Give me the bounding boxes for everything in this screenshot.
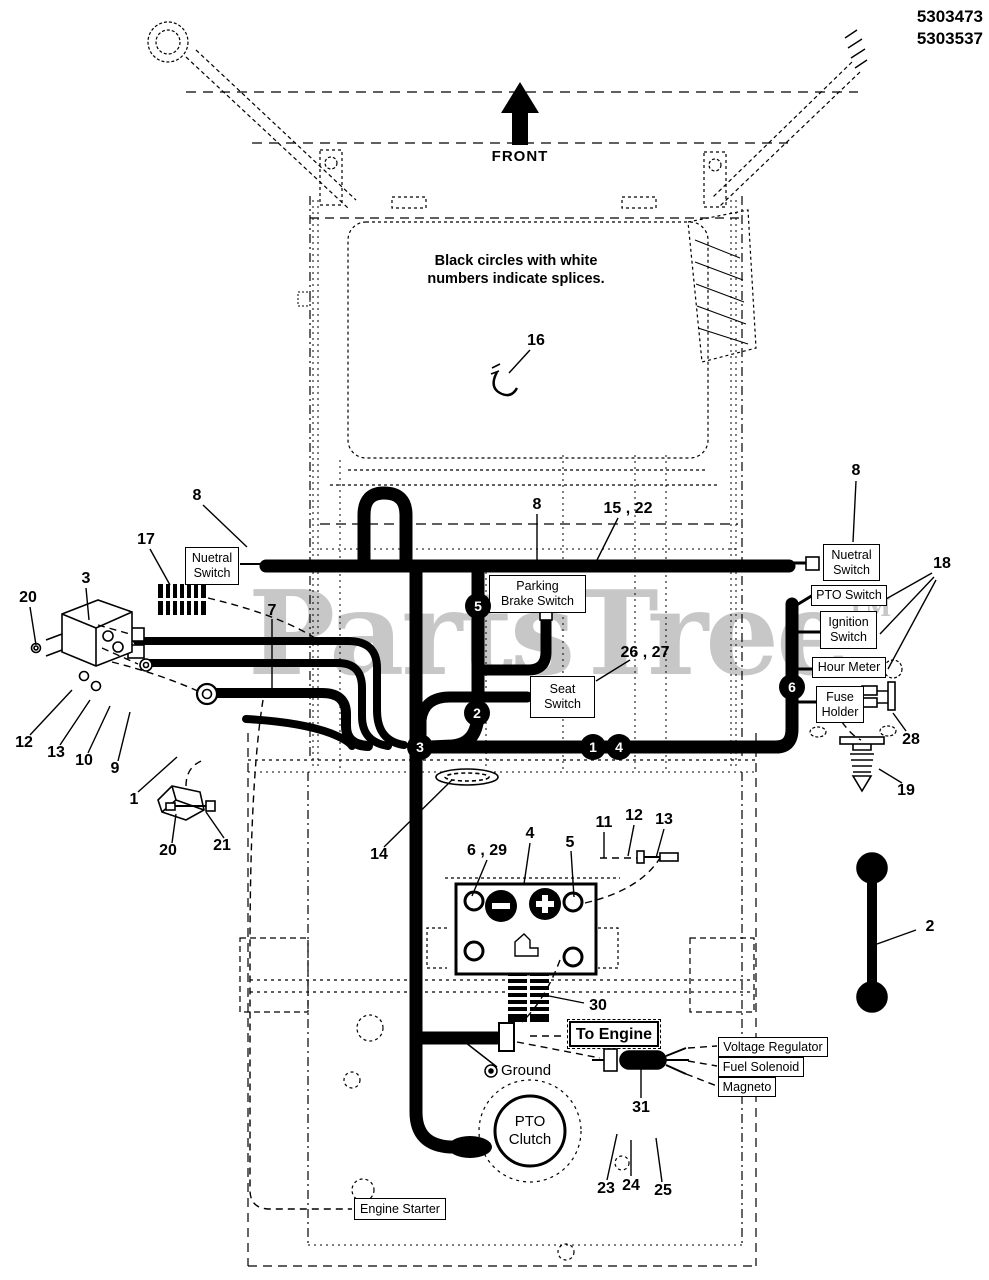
callout-13: 13 bbox=[655, 811, 673, 828]
callout-19: 19 bbox=[897, 782, 915, 799]
splice-circle-4: 4 bbox=[606, 734, 632, 760]
callout-leader-lines bbox=[29, 349, 937, 1183]
label-line: Fuel Solenoid bbox=[722, 1059, 800, 1074]
callout-10: 10 bbox=[75, 752, 93, 769]
pto-clutch-connector-blob bbox=[448, 1136, 492, 1158]
callout-13: 13 bbox=[47, 744, 65, 761]
label-line: Switch bbox=[830, 630, 867, 644]
part-number-1: 5303473 bbox=[916, 7, 983, 26]
label-fuel-solenoid: Fuel Solenoid bbox=[718, 1057, 804, 1077]
callout-25: 25 bbox=[654, 1182, 672, 1199]
label-line: Clutch bbox=[508, 1131, 552, 1148]
callout-17: 17 bbox=[137, 531, 155, 548]
callout-24: 24 bbox=[622, 1177, 640, 1194]
callout-14: 14 bbox=[370, 846, 388, 863]
callout-23: 23 bbox=[597, 1180, 615, 1197]
label-line: Voltage Regulator bbox=[723, 1039, 823, 1054]
callout-28: 28 bbox=[902, 731, 920, 748]
label-line: Engine Starter bbox=[360, 1201, 440, 1216]
callout-2: 2 bbox=[925, 918, 935, 935]
callout-30: 30 bbox=[589, 997, 607, 1014]
component-glyphs bbox=[30, 363, 896, 1168]
callout-12: 12 bbox=[625, 807, 643, 824]
front-label: FRONT bbox=[491, 148, 549, 165]
label-to-engine: To Engine bbox=[567, 1019, 661, 1049]
splice-circle-1: 1 bbox=[580, 734, 606, 760]
splice-circle-2: 2 bbox=[464, 700, 490, 726]
label-line: Parking bbox=[516, 579, 559, 593]
callout-7: 7 bbox=[267, 602, 277, 619]
label-line: Seat bbox=[549, 682, 576, 696]
callout-11: 11 bbox=[595, 814, 613, 831]
label-magneto: Magneto bbox=[718, 1077, 776, 1097]
callout-1: 1 bbox=[129, 791, 139, 808]
label-line: Brake Switch bbox=[501, 594, 574, 608]
label-line: Switch bbox=[544, 697, 581, 711]
label-line: Holder bbox=[821, 704, 859, 719]
label-hour-meter: Hour Meter bbox=[812, 657, 886, 678]
label-line: PTO bbox=[514, 1113, 546, 1130]
label-line: Switch bbox=[193, 566, 231, 580]
label-line: Nuetral bbox=[191, 551, 233, 565]
label-engine-starter: Engine Starter bbox=[354, 1198, 446, 1220]
ground-label: Ground bbox=[501, 1062, 552, 1079]
splice-note-line1: Black circles with white bbox=[434, 253, 598, 269]
label-line: Switch bbox=[833, 562, 870, 577]
label-line: PTO Switch bbox=[816, 588, 882, 602]
striped-connector-17 bbox=[158, 584, 206, 615]
callout-18: 18 bbox=[933, 555, 951, 572]
dashed-hookup-lines bbox=[97, 597, 862, 1210]
callout-8: 8 bbox=[192, 487, 202, 504]
callout-4: 4 bbox=[525, 825, 535, 842]
part-number-2: 5303537 bbox=[916, 29, 983, 48]
splice-circle-6: 6 bbox=[779, 674, 805, 700]
callout-12: 12 bbox=[15, 734, 33, 751]
callout-9: 9 bbox=[110, 760, 120, 777]
label-line: Fuse bbox=[826, 689, 854, 704]
callout-8: 8 bbox=[532, 496, 542, 513]
splice-circle-3: 3 bbox=[407, 734, 433, 760]
part-numbers: 5303473 5303537 bbox=[917, 6, 983, 50]
callout-26-27: 26 , 27 bbox=[620, 644, 670, 661]
callout-16: 16 bbox=[527, 332, 545, 349]
callout-20: 20 bbox=[159, 842, 177, 859]
label-pto-switch: PTO Switch bbox=[811, 585, 887, 606]
splice-note: Black circles with white numbers indicat… bbox=[400, 252, 632, 288]
label-line: To Engine bbox=[575, 1025, 653, 1043]
splice-note-line2: numbers indicate splices. bbox=[427, 271, 605, 287]
label-line: Ignition bbox=[828, 615, 869, 629]
callout-8: 8 bbox=[851, 462, 861, 479]
label-line: Nuetral bbox=[831, 547, 872, 562]
callout-20: 20 bbox=[19, 589, 37, 606]
battery bbox=[454, 882, 598, 976]
front-arrow bbox=[501, 82, 539, 145]
frame-outline bbox=[147, 21, 903, 1267]
splice-circle-5: 5 bbox=[465, 593, 491, 619]
label-voltage-regulator: Voltage Regulator bbox=[718, 1037, 828, 1057]
callout-31: 31 bbox=[632, 1099, 650, 1116]
callout-3: 3 bbox=[81, 570, 91, 587]
callout-15-22: 15 , 22 bbox=[603, 500, 653, 517]
label-line: Magneto bbox=[722, 1079, 772, 1094]
callout-21: 21 bbox=[213, 837, 231, 854]
label-line: Hour Meter bbox=[817, 660, 881, 674]
callout-5: 5 bbox=[565, 834, 575, 851]
callout-6-29: 6 , 29 bbox=[466, 842, 508, 859]
